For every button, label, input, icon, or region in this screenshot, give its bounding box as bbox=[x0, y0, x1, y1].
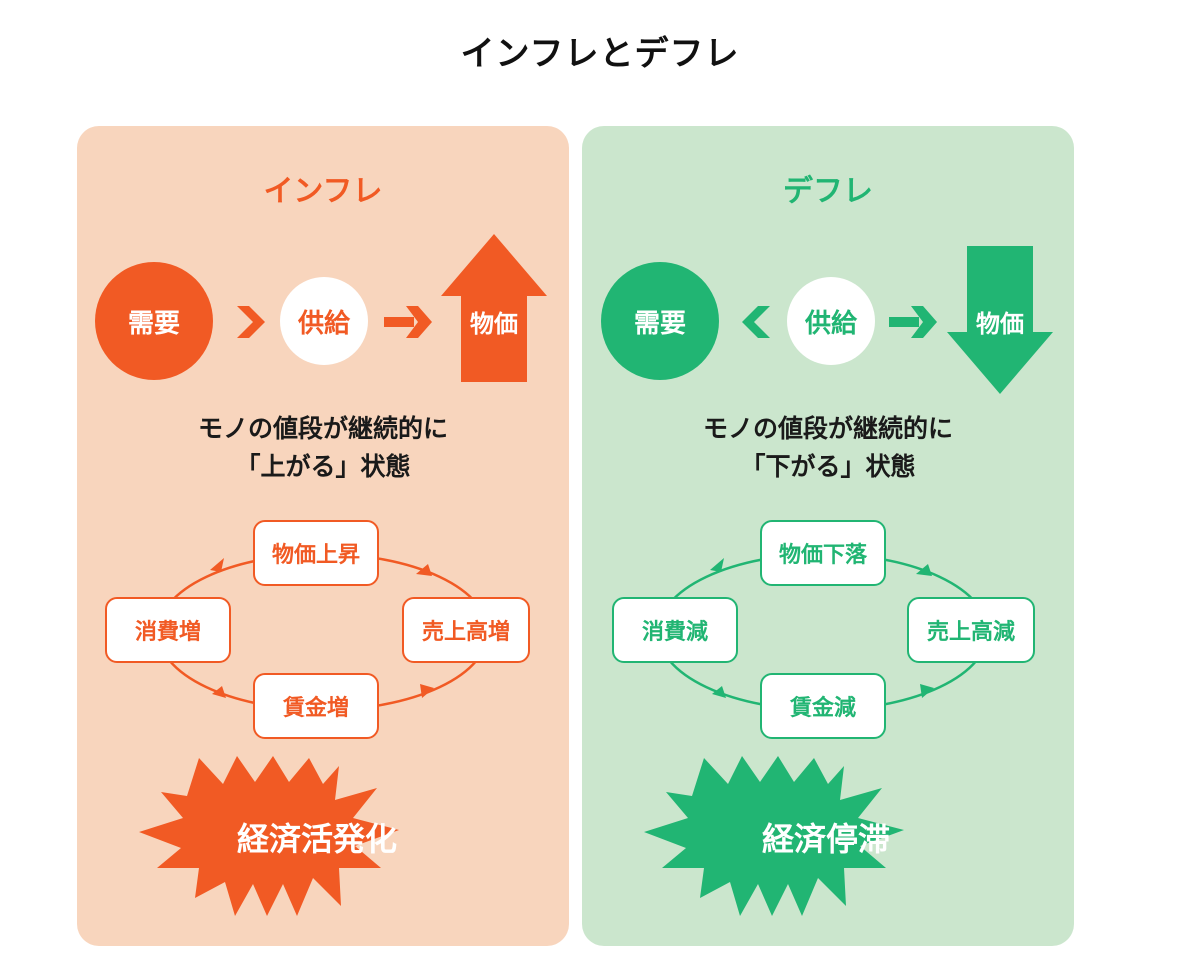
inflation-panel: インフレ 需要 供給 物価 モノの値段が継続的に 「上がる」状態 物価上昇 売上… bbox=[77, 126, 569, 946]
price-label: 物価 bbox=[976, 310, 1024, 338]
cycle-box-top: 物価下落 bbox=[760, 520, 886, 586]
deflation-panel-title: デフレ bbox=[783, 174, 873, 209]
deflation-panel: デフレ 需要 供給 物価 モノの値段が継続的に 「下がる」状態 物価下落 売上高… bbox=[582, 126, 1074, 946]
result-label: 経済停滞 bbox=[761, 820, 890, 858]
supply-circle: 供給 bbox=[280, 277, 368, 365]
demand-circle: 需要 bbox=[95, 262, 213, 380]
chevron-right-icon bbox=[237, 306, 265, 338]
description-line-1: モノの値段が継続的に bbox=[702, 414, 953, 443]
page-title: インフレとデフレ bbox=[460, 34, 740, 74]
arrow-up-icon bbox=[441, 234, 547, 382]
cycle-box-left: 消費増 bbox=[105, 597, 231, 663]
supply-label: 供給 bbox=[804, 308, 857, 339]
inflation-panel-title: インフレ bbox=[263, 174, 383, 209]
cycle-box-left: 消費減 bbox=[612, 597, 738, 663]
cycle-box-bottom: 賃金減 bbox=[760, 673, 886, 739]
arrow-down-icon bbox=[947, 246, 1053, 394]
description-line-2: 「上がる」状態 bbox=[235, 452, 411, 481]
description-line-2: 「下がる」状態 bbox=[740, 452, 916, 481]
description-line-1: モノの値段が継続的に bbox=[197, 414, 448, 443]
deflation-description: モノの値段が継続的に 「下がる」状態 bbox=[582, 410, 1074, 486]
arrow-right-icon bbox=[384, 306, 432, 338]
burst-icon bbox=[644, 756, 904, 916]
cycle-box-top: 物価上昇 bbox=[253, 520, 379, 586]
demand-circle: 需要 bbox=[601, 262, 719, 380]
price-label: 物価 bbox=[470, 310, 518, 338]
supply-circle: 供給 bbox=[787, 277, 875, 365]
chevron-left-icon bbox=[742, 306, 770, 338]
supply-label: 供給 bbox=[297, 308, 350, 339]
cycle-box-bottom: 賃金増 bbox=[253, 673, 379, 739]
cycle-box-right: 売上高増 bbox=[402, 597, 530, 663]
demand-label: 需要 bbox=[127, 308, 180, 339]
demand-label: 需要 bbox=[633, 308, 686, 339]
arrow-right-icon bbox=[889, 306, 937, 338]
inflation-description: モノの値段が継続的に 「上がる」状態 bbox=[77, 410, 569, 486]
cycle-box-right: 売上高減 bbox=[907, 597, 1035, 663]
burst-icon bbox=[139, 756, 399, 916]
result-label: 経済活発化 bbox=[236, 820, 397, 858]
